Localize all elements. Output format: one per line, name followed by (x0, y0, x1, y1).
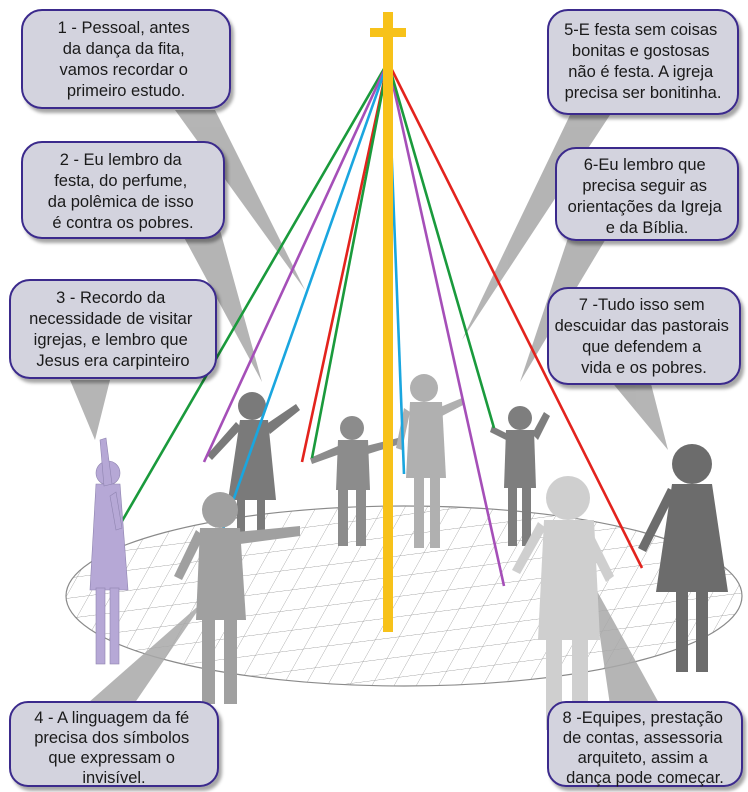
bubble-5-line-1: 5-E festa sem coisas (564, 21, 717, 39)
bubble-5-line-3: não é festa. A igreja (568, 63, 714, 81)
bubble-7-line-2: descuidar das pastorais (555, 317, 729, 335)
bubble-3-line-3: igrejas, e lembro que (34, 331, 188, 349)
bubble-8-line-4: dança pode começar. (566, 769, 724, 787)
figure-front-right-dark (638, 444, 728, 672)
bubble-8-line-2: de contas, assessoria (563, 729, 723, 747)
tail-7 (610, 380, 668, 450)
tail-8 (592, 582, 660, 705)
bubble-8-line-1: 8 -Equipes, prestação (562, 709, 723, 727)
bubble-5-text: 5-E festa sem coisas bonitas e gostosas … (564, 21, 722, 102)
figure-front-lilac (89, 437, 129, 665)
bubble-7-line-3: que defendem a (582, 338, 702, 356)
figure-front-left-gray (174, 492, 300, 704)
bubble-4: 4 - A linguagem da fé precisa dos símbol… (9, 701, 219, 787)
bubble-4-line-3: que expressam o (48, 749, 175, 767)
ribbon-green-left (116, 61, 390, 529)
bubble-7-text: 7 -Tudo isso sem descuidar das pastorais… (555, 296, 734, 377)
bubble-5: 5-E festa sem coisas bonitas e gostosas … (547, 9, 739, 115)
bubble-8: 8 -Equipes, prestação de contas, assesso… (547, 701, 743, 787)
bubble-3-line-4: Jesus era carpinteiro (36, 352, 189, 370)
figure-back-right (490, 406, 550, 546)
bubble-3-line-2: necessidade de visitar (29, 310, 193, 328)
bubble-3: 3 - Recordo da necessidade de visitar ig… (9, 279, 217, 379)
bubble-6-text: 6-Eu lembro que precisa seguir as orient… (568, 156, 727, 237)
bubble-6-line-1: 6-Eu lembro que (584, 156, 706, 174)
ribbon-green-right (386, 61, 496, 429)
bubble-6: 6-Eu lembro que precisa seguir as orient… (555, 147, 739, 241)
bubble-5-line-4: precisa ser bonitinha. (565, 84, 722, 102)
bubble-2-line-1: 2 - Eu lembro da (60, 151, 183, 169)
speech-bubbles: 1 - Pessoal, antes da dança da fita, vam… (9, 9, 743, 787)
bubble-8-line-3: arquiteto, assim a (578, 749, 709, 767)
bubble-4-text: 4 - A linguagem da fé precisa dos símbol… (34, 709, 194, 787)
bubble-7: 7 -Tudo isso sem descuidar das pastorais… (547, 287, 741, 385)
bubble-4-line-2: precisa dos símbolos (34, 729, 189, 747)
tail-2 (180, 230, 262, 382)
dance-floor (65, 505, 743, 687)
tail-4 (80, 600, 205, 710)
bubble-4-line-4: invisível. (82, 769, 145, 787)
ribbon-purple-left (202, 61, 390, 463)
bubble-1-line-3: vamos recordar o (60, 61, 188, 79)
ribbon-red-left (300, 61, 390, 463)
bubble-2-line-3: da polêmica de isso (48, 193, 194, 211)
bubble-6-line-3: orientações da Igreja (568, 198, 723, 216)
ribbon-red-right (386, 61, 644, 569)
bubble-7-line-4: vida e os pobres. (581, 359, 707, 377)
bubble-2-line-4: é contra os pobres. (52, 214, 193, 232)
ribbon-purple-right (386, 61, 506, 587)
bubble-1: 1 - Pessoal, antes da dança da fita, vam… (21, 9, 231, 109)
bubble-5-line-2: bonitas e gostosas (572, 42, 710, 60)
bubble-1-line-1: 1 - Pessoal, antes (58, 19, 190, 37)
bubble-3-line-1: 3 - Recordo da (56, 289, 166, 307)
bubble-6-line-4: e da Bíblia. (606, 219, 689, 237)
bubble-1-line-2: da dança da fita, (63, 40, 185, 58)
cross-icon (370, 12, 406, 632)
bubble-2-text: 2 - Eu lembro da festa, do perfume, da p… (48, 151, 198, 232)
bubble-1-line-4: primeiro estudo. (67, 82, 185, 100)
figure-back-center (310, 416, 400, 546)
bubble-1-text: 1 - Pessoal, antes da dança da fita, vam… (58, 19, 195, 100)
tail-3 (70, 380, 110, 440)
bubble-6-line-2: precisa seguir as (582, 177, 707, 195)
figure-front-right-light (512, 476, 614, 730)
bubble-2: 2 - Eu lembro da festa, do perfume, da p… (21, 141, 225, 239)
bubble-4-line-1: 4 - A linguagem da fé (34, 709, 189, 727)
bubble-2-line-2: festa, do perfume, (54, 172, 187, 190)
ribbon-green-center (310, 61, 390, 459)
bubble-3-text: 3 - Recordo da necessidade de visitar ig… (29, 289, 197, 370)
bubble-7-line-1: 7 -Tudo isso sem (579, 296, 705, 314)
figure-back-right-center (396, 374, 465, 548)
bubble-8-text: 8 -Equipes, prestação de contas, assesso… (562, 709, 727, 787)
